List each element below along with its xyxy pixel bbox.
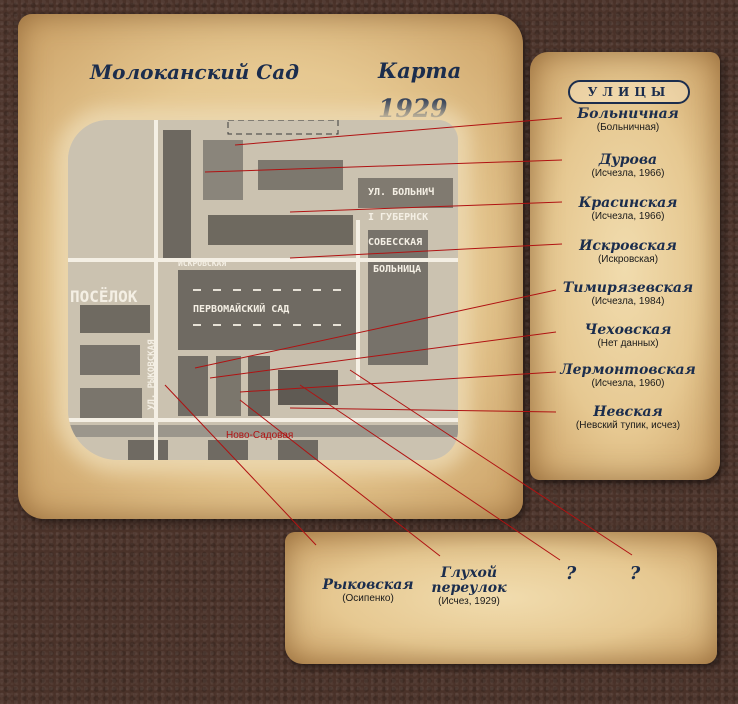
map-block	[80, 345, 140, 375]
street-name: Лермонтовская	[560, 362, 696, 378]
map-block	[248, 356, 270, 416]
map-block	[203, 140, 243, 200]
street-name: Красинская	[578, 195, 678, 211]
historic-map[interactable]: УЛ. БОЛЬНИЧ I ГУБЕРНСК СОБЕССКАЯ БОЛЬНИЦ…	[68, 120, 458, 460]
map-drawing: УЛ. БОЛЬНИЧ I ГУБЕРНСК СОБЕССКАЯ БОЛЬНИЦ…	[68, 120, 458, 460]
street-entry[interactable]: Больничная (Больничная)	[548, 106, 708, 133]
unknown-street-mark: ?	[565, 563, 577, 584]
street-status: (Исчезла, 1966)	[591, 168, 665, 179]
street-status: (Исчезла, 1966)	[591, 211, 665, 222]
street-entry[interactable]: Искровская (Искровская)	[548, 238, 708, 265]
label-rykovskaya: УЛ. РЫКОВСКАЯ	[147, 339, 157, 410]
novo-sadovaya-label: Ново-Садовая	[226, 430, 294, 441]
map-block	[80, 305, 150, 333]
street-name: Больничная	[577, 106, 679, 122]
street-status: (Нет данных)	[597, 338, 659, 349]
street-status: (Больничная)	[596, 122, 660, 133]
label-pervomaisky: ПЕРВОМАЙСКИЙ САД	[193, 302, 289, 315]
street-name: Чеховская	[584, 322, 672, 338]
street-name: Тимирязевская	[562, 280, 694, 296]
label-gubernsk: I ГУБЕРНСК	[368, 212, 428, 223]
map-block	[163, 130, 191, 260]
street-entry[interactable]: Лермонтовская (Исчезла, 1960)	[548, 362, 708, 389]
map-block	[178, 356, 208, 416]
street-name: Искровская	[579, 238, 677, 254]
map-block	[368, 230, 428, 365]
map-block	[258, 160, 343, 190]
garden-title: Молоканский Сад	[90, 60, 300, 84]
map-year: 1929	[378, 94, 448, 123]
street-entry[interactable]: Чеховская (Нет данных)	[548, 322, 708, 349]
unknown-street-mark: ?	[629, 563, 641, 584]
label-bolnich: УЛ. БОЛЬНИЧ	[368, 186, 434, 198]
bottom-street-entry[interactable]: ?	[556, 563, 586, 584]
street-entry[interactable]: Красинская (Исчезла, 1966)	[548, 195, 708, 222]
bottom-street-entry[interactable]: Глухой переулок (Исчез, 1929)	[424, 565, 514, 608]
map-block	[216, 356, 241, 416]
street-entry[interactable]: Тимирязевская (Исчезла, 1984)	[548, 280, 708, 307]
map-block	[208, 215, 353, 245]
label-bolnitsa: БОЛЬНИЦА	[373, 264, 421, 275]
map-block	[278, 370, 338, 405]
streets-header: УЛИЦЫ	[568, 80, 690, 104]
label-poselok: ПОСЁЛОК	[70, 287, 138, 306]
map-dashed-block	[227, 120, 339, 135]
bottom-street-entry[interactable]: ?	[620, 563, 650, 584]
street-name: Дурова	[598, 152, 658, 168]
bottom-street-status: (Осипенко)	[342, 593, 394, 604]
street-status: (Искровская)	[597, 254, 659, 265]
street-name: Невская	[593, 404, 663, 420]
bottom-street-name: Рыковская	[322, 577, 414, 593]
street-status: (Невский тупик, исчез)	[575, 420, 681, 431]
bottom-street-entry[interactable]: Рыковская (Осипенко)	[318, 577, 418, 605]
street-entry[interactable]: Невская (Невский тупик, исчез)	[548, 404, 708, 431]
street-status: (Исчезла, 1984)	[591, 296, 665, 307]
map-label: Карта	[378, 58, 462, 83]
bottom-street-status: (Исчез, 1929)	[438, 596, 500, 607]
street-status: (Исчезла, 1960)	[591, 378, 665, 389]
label-iskrovskaya: ИСКРОВСКАЯ	[178, 259, 226, 268]
map-block	[80, 388, 142, 418]
bottom-street-name: Глухой переулок	[431, 565, 507, 596]
label-sobesskaya: СОБЕССКАЯ	[368, 237, 422, 248]
street-entry[interactable]: Дурова (Исчезла, 1966)	[548, 152, 708, 179]
